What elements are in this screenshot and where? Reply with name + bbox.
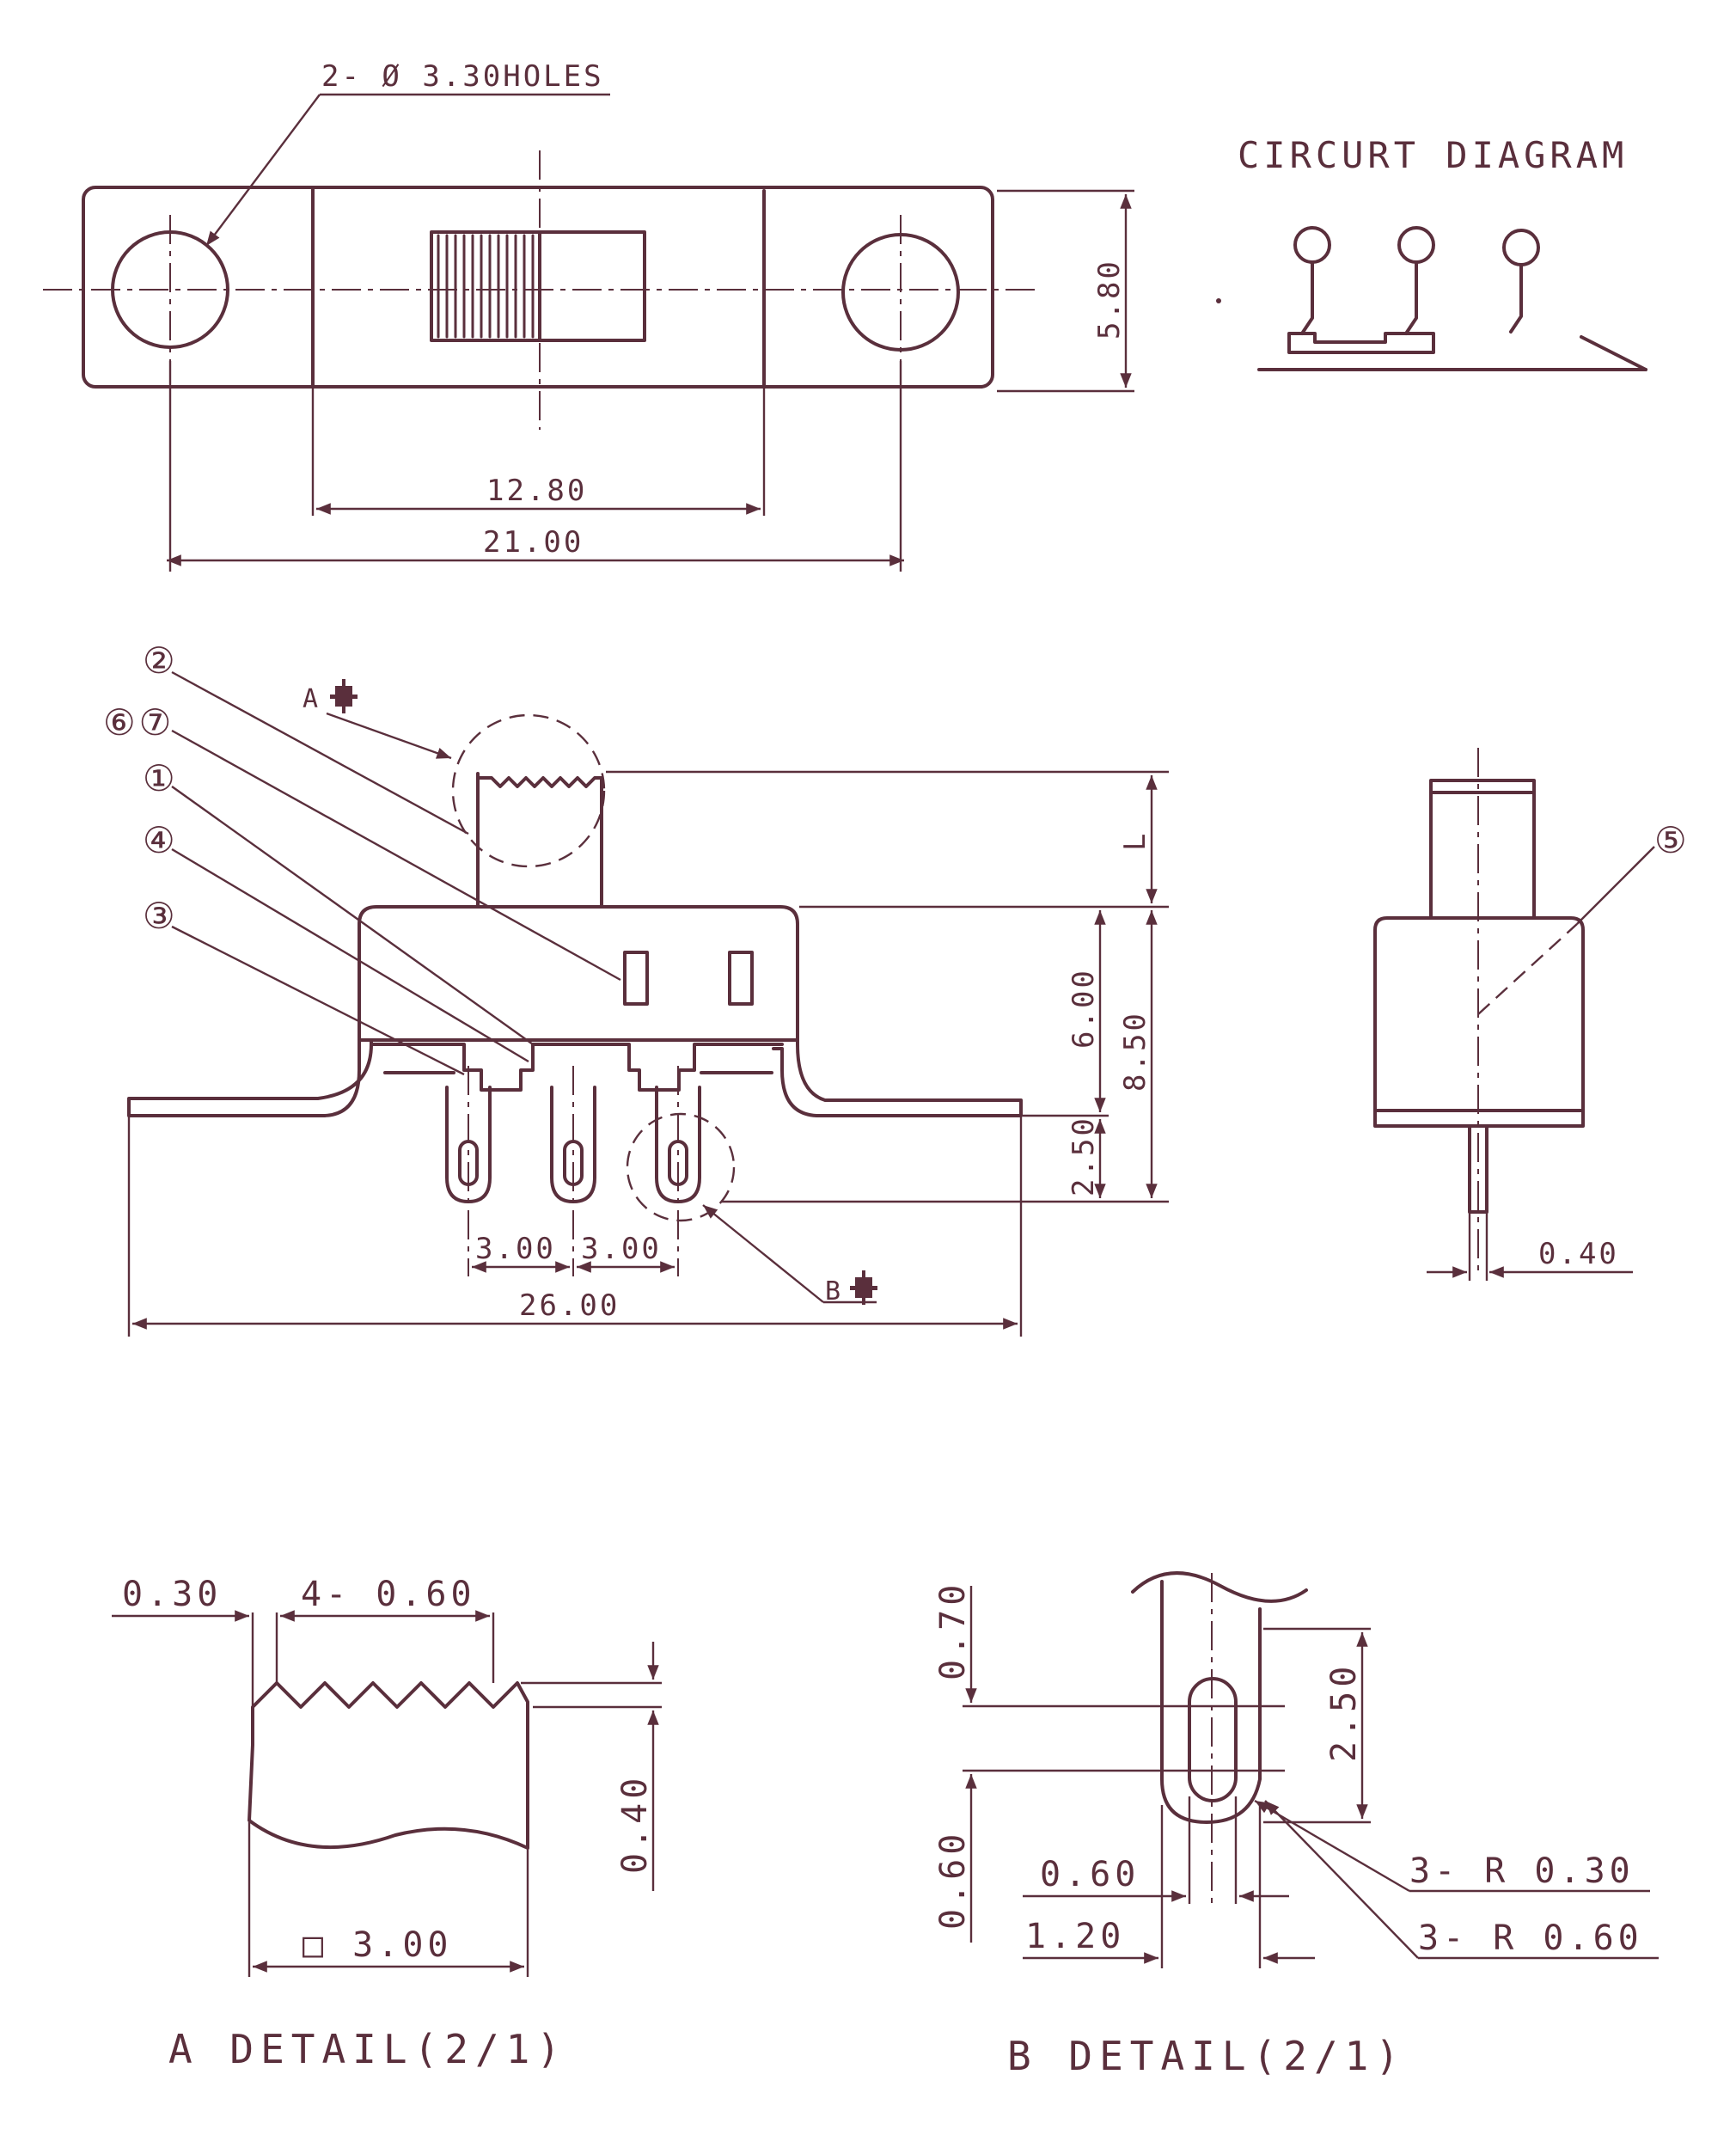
inner-dim-text: 12.80 [486,474,587,508]
detail-b-r060: 3- R 0.60 [1418,1918,1643,1958]
outer-dim-text: 21.00 [483,525,584,560]
height-dim-text: 5.80 [1092,259,1127,340]
front-view: ② ⑥⑦ ① ④ ③ A B L 6.00 8.50 2.50 3.00 [103,639,1169,1337]
callout-4-leader [171,848,529,1063]
detail-a-left-dim: 0.30 [122,1575,222,1614]
side-actuator [1429,779,1536,920]
overall-dim-text: 26.00 [519,1288,620,1323]
detail-a-circle [451,713,606,868]
detail-b-circle [626,1112,736,1222]
pin-dim-text: 0.40 [1538,1237,1619,1271]
dim-6-text: 6.00 [1067,968,1101,1049]
top-view: 2- Ø 3.30HOLES 5.80 12.80 21.00 [43,59,1134,572]
detail-b-r030: 3- R 0.30 [1409,1851,1635,1891]
dim-8-5-text: 8.50 [1118,1011,1152,1092]
actuator-front [476,772,603,909]
detail-a-ref: A [303,684,321,714]
callout-1-leader [171,786,534,1045]
detail-b-250: 2.50 [1324,1662,1364,1762]
pin-outline-detail [1160,1580,1262,1824]
detail-b-leader [702,1204,824,1303]
terminal-3 [1502,229,1540,266]
detail-b-060v: 0.60 [933,1830,973,1930]
detail-a-leader [326,712,452,760]
callout-4: ④ [143,819,179,861]
detail-b-060: 0.60 [1040,1855,1140,1894]
callout-5: ⑤ [1654,819,1690,861]
circuit-title: CIRCURT DIAGRAM [1238,134,1628,176]
switch-body-outline [82,186,994,389]
housing-window-2 [728,951,754,1006]
detail-b-ref: B [825,1276,844,1306]
terminal-1 [1293,226,1331,264]
callout-5-leader [1576,846,1655,925]
detail-a-width-text: □ 3.00 [303,1925,453,1965]
pitch-2-text: 3.00 [581,1232,662,1266]
callout-3-leader [171,925,465,1076]
dim-L-text: L [1118,831,1152,851]
housing-window-1 [623,951,649,1006]
pin-break-line [1131,1571,1308,1603]
callout-1: ① [143,757,179,799]
actuator-grip-ribs [437,234,535,339]
inner-base [370,1043,784,1092]
holes-leader [205,94,321,247]
callout-2: ② [143,639,179,682]
dim-2-5-text: 2.50 [1067,1116,1101,1196]
housing-left-flange [127,922,373,1117]
detail-b-120: 1.20 [1025,1917,1125,1956]
side-view: ⑤ 0.40 [1373,748,1690,1281]
contact-bridge [1287,332,1435,354]
terminal-2 [1397,226,1435,264]
detail-b-caption: B DETAIL(2/1) [1007,2033,1406,2079]
callout-3: ③ [143,895,179,937]
section-mark-a [330,679,358,713]
detail-a-caption: A DETAIL(2/1) [168,2026,567,2072]
callout-2-leader [171,670,469,835]
detail-a: 0.30 4- 0.60 0.40 □ 3.00 A DETAIL(2/1) [112,1575,662,2072]
circuit-diagram: CIRCURT DIAGRAM [1216,134,1647,371]
section-mark-b [850,1270,877,1305]
callout-6-7: ⑥⑦ [103,701,174,743]
housing-right-flange [358,905,1023,1117]
side-housing [1373,916,1585,1128]
detail-a-teeth-dim: 4- 0.60 [301,1575,476,1614]
pitch-1-text: 3.00 [475,1232,556,1266]
detail-a-height-text: 0.40 [615,1774,655,1874]
serrated-knob-detail [248,1681,529,1850]
detail-b-070: 0.70 [933,1581,973,1680]
callout-6-7-leader [171,729,621,982]
detail-b: 0.70 0.60 2.50 0.60 1.20 3- R 0.30 3- R … [933,1571,1659,2079]
holes-label: 2- Ø 3.30HOLES [321,59,604,94]
slide-actuator [430,230,646,342]
